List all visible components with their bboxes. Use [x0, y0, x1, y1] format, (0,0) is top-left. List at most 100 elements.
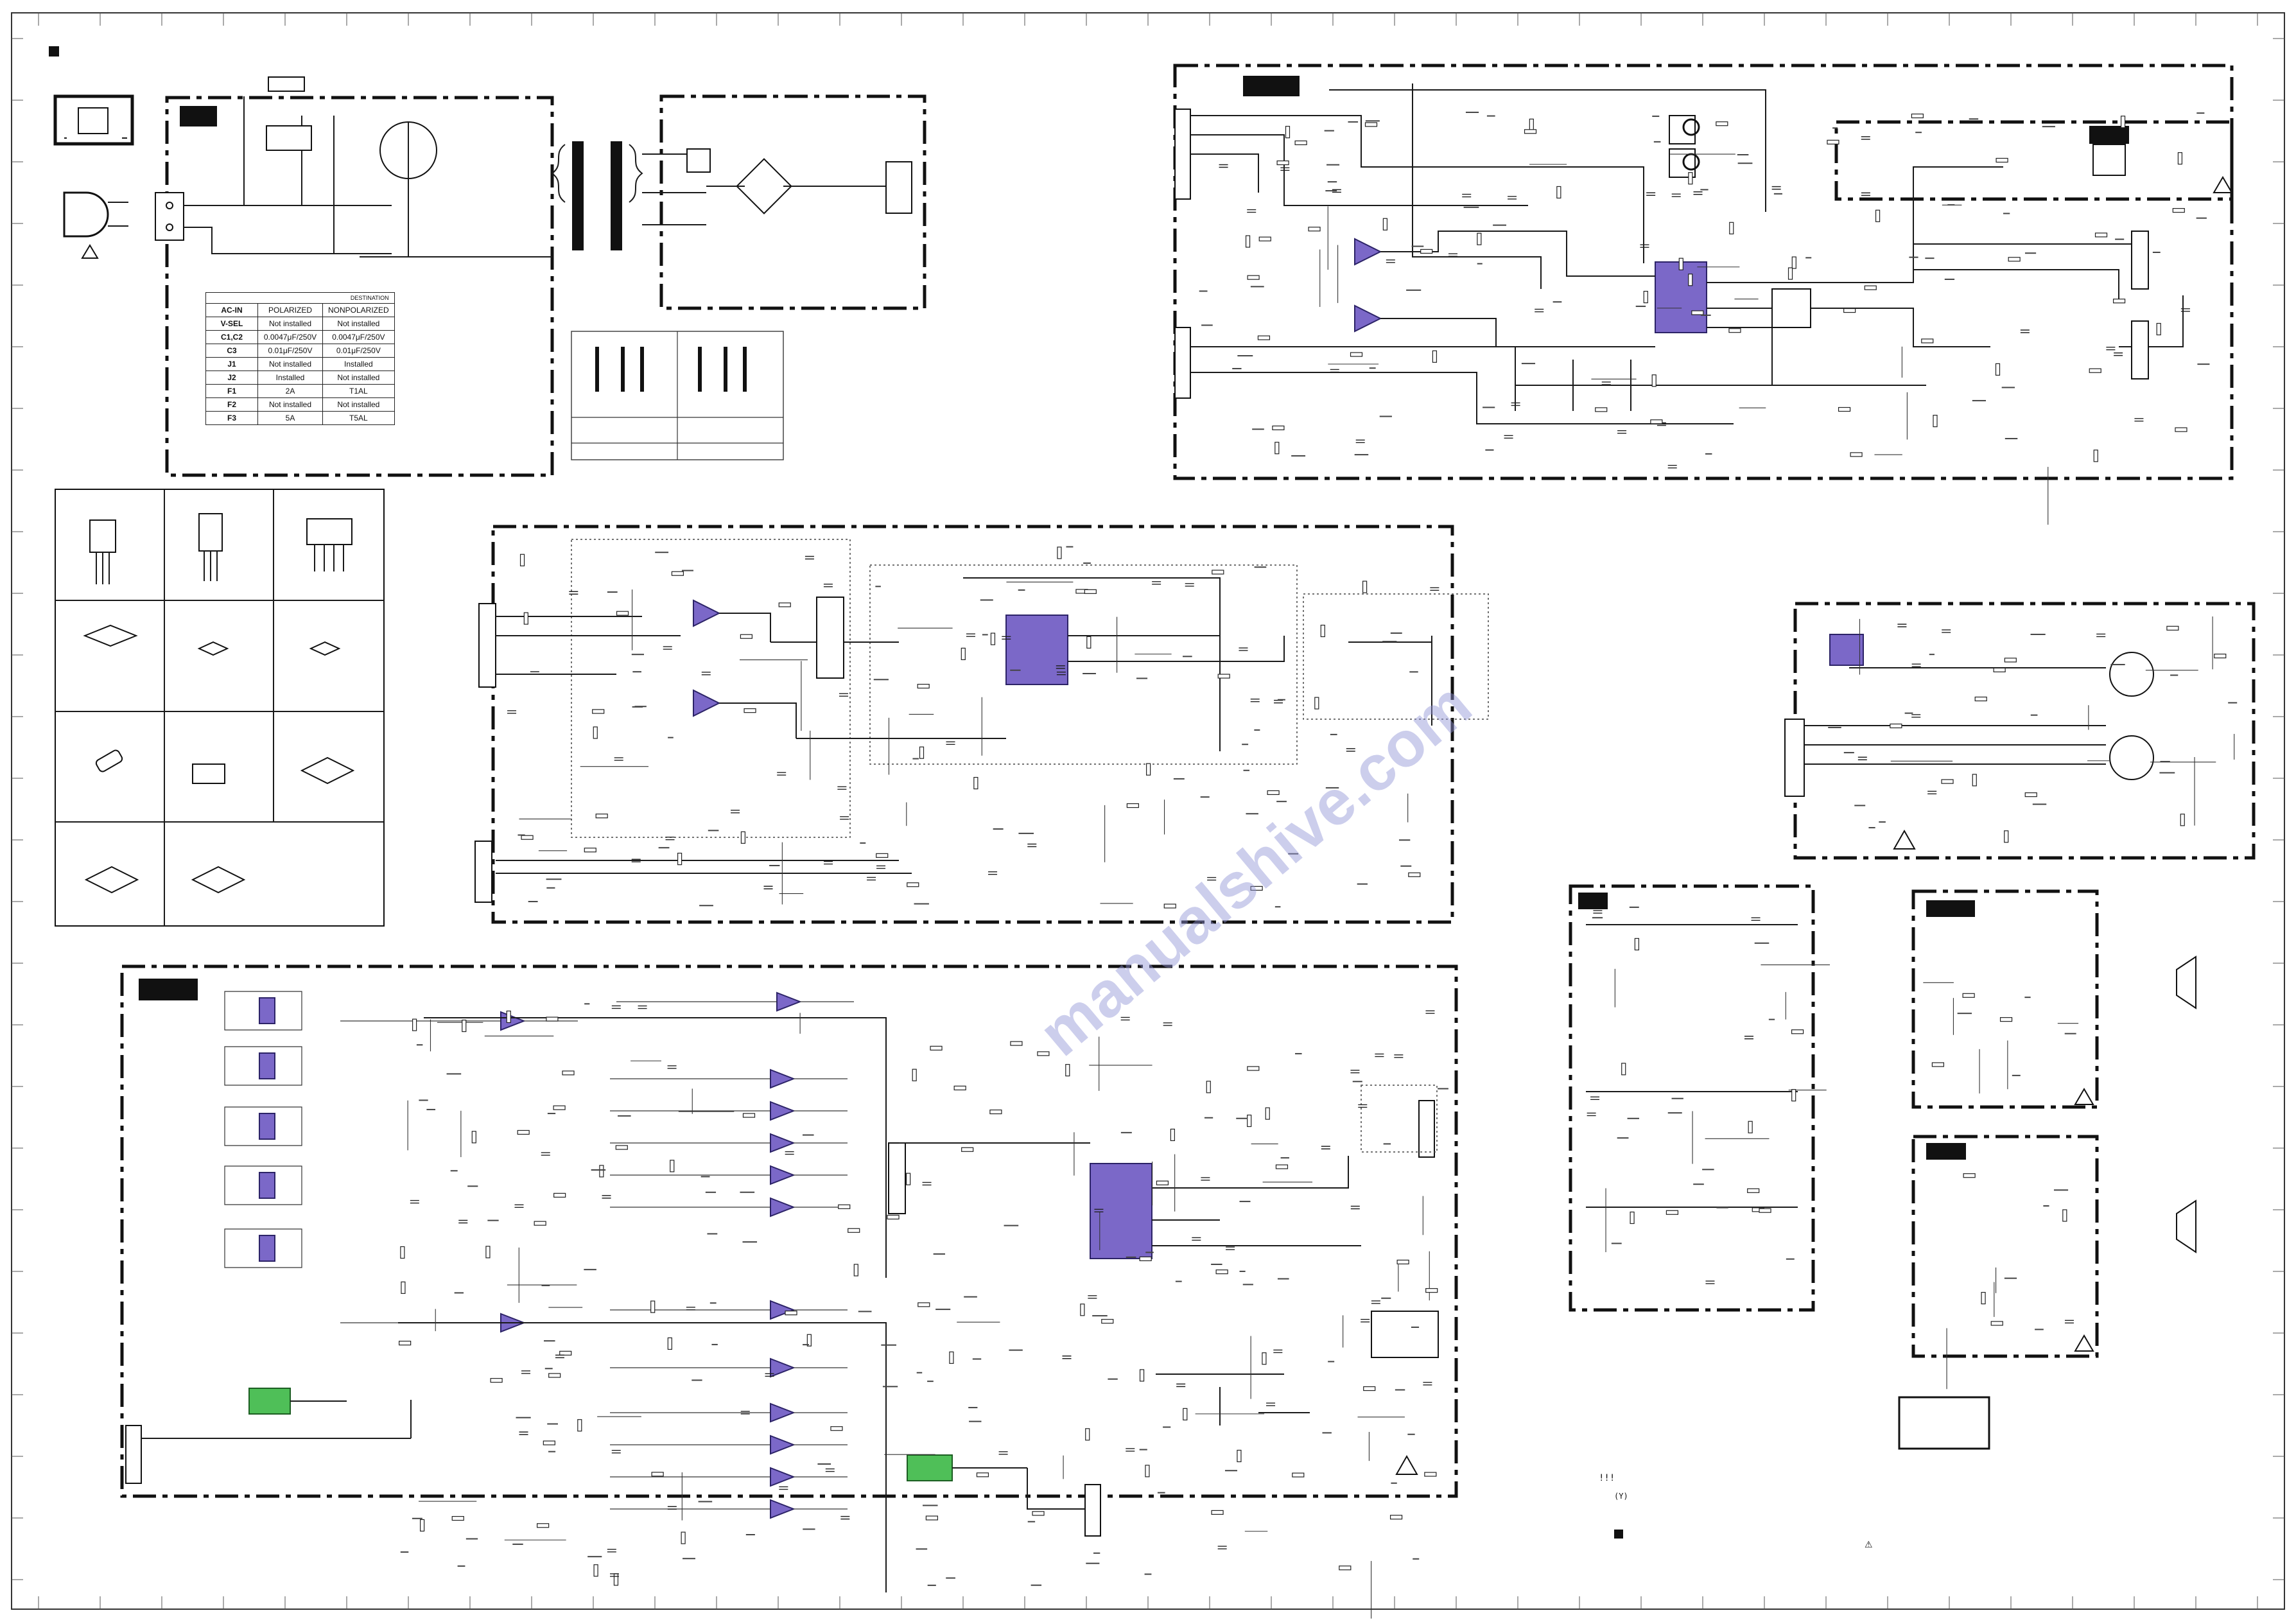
- resistor: [961, 647, 966, 660]
- resistor: [1688, 274, 1693, 286]
- resistor: [1339, 1565, 1352, 1571]
- label-mark: [933, 1253, 945, 1255]
- resistor: [1163, 903, 1176, 909]
- label-mark: [1250, 286, 1264, 288]
- resistor: [1972, 774, 1977, 787]
- label-mark: [584, 1269, 596, 1271]
- label-mark: [1136, 677, 1148, 679]
- label-mark: [969, 1420, 982, 1422]
- ic-frame: [224, 1046, 302, 1086]
- table-cell: AC-IN: [205, 303, 258, 317]
- resistor: [1183, 1408, 1188, 1421]
- capacitor: [779, 1486, 788, 1490]
- capacitor: [1321, 1146, 1330, 1149]
- label-mark: [1832, 127, 1838, 129]
- label-mark: [708, 830, 719, 832]
- label-mark: [591, 1169, 606, 1171]
- speaker-icon: [2176, 1199, 2196, 1253]
- label-mark: [1239, 1270, 1246, 1272]
- capacitor: [1152, 581, 1161, 585]
- capacitor: [569, 591, 578, 595]
- capacitor: [1219, 164, 1228, 168]
- resistor: [1595, 407, 1608, 412]
- label-mark: [1929, 654, 1935, 656]
- capacitor: [1667, 464, 1677, 469]
- label-mark: [1843, 752, 1854, 754]
- resistor: [1748, 1121, 1753, 1133]
- resistor: [548, 1373, 561, 1378]
- legend-marker: [1614, 1530, 1623, 1539]
- capacitor: [1273, 1349, 1283, 1354]
- capacitor: [1508, 196, 1517, 200]
- label-mark: [1326, 164, 1340, 166]
- resistor: [2008, 257, 2021, 262]
- resistor: [2112, 299, 2126, 304]
- sheet-frame: [11, 12, 2285, 1610]
- capacitor: [1857, 756, 1867, 760]
- label-mark: [1232, 368, 1242, 370]
- capacitor: [1247, 209, 1257, 213]
- capacitor: [1330, 369, 1339, 373]
- label-mark: [2042, 126, 2055, 128]
- capacitor: [1504, 435, 1513, 439]
- label-mark: [1365, 120, 1380, 122]
- resistor: [1258, 236, 1271, 241]
- label-mark: [1702, 1169, 1714, 1171]
- resistor: [919, 746, 925, 759]
- label-mark: [1705, 453, 1712, 455]
- capacitor: [1744, 1036, 1753, 1040]
- label-mark: [1243, 769, 1250, 771]
- resistor: [1890, 723, 1902, 729]
- resistor: [1237, 1449, 1242, 1463]
- capacitor: [1511, 402, 1520, 406]
- capacitor: [1617, 430, 1627, 434]
- capacitor: [988, 871, 998, 875]
- resistor: [1850, 452, 1863, 457]
- label-mark: [618, 1115, 631, 1117]
- resistor: [853, 1264, 858, 1277]
- capacitor: [1350, 1205, 1360, 1210]
- capacitor: [514, 1204, 524, 1208]
- ic-frame: [224, 1228, 302, 1268]
- capacitor: [2096, 633, 2106, 638]
- resistor: [1791, 1029, 1804, 1034]
- resistor: [1215, 1269, 1228, 1275]
- capacitor: [777, 772, 787, 776]
- resistor: [1995, 363, 2001, 376]
- resistor: [1691, 310, 1704, 315]
- resistor: [553, 1105, 566, 1110]
- resistor: [1247, 275, 1260, 280]
- capacitor: [1056, 671, 1066, 676]
- capacitor: [667, 1065, 677, 1069]
- label-mark: [1291, 455, 1306, 457]
- label-mark: [1274, 906, 1281, 908]
- capacitor: [840, 816, 849, 820]
- capacitor: [1425, 1010, 1435, 1014]
- capacitor: [611, 1450, 621, 1454]
- warning-triangle-icon: [1893, 829, 1916, 850]
- label-mark: [1348, 121, 1359, 123]
- resistor: [1931, 1062, 1944, 1067]
- label-mark: [528, 901, 538, 903]
- resistor: [2175, 427, 2187, 432]
- label-mark: [968, 1407, 978, 1409]
- capacitor: [1062, 1356, 1072, 1359]
- capacitor: [1163, 1022, 1172, 1026]
- right-io-section: [1569, 602, 2256, 1450]
- label-mark: [1145, 1251, 1154, 1253]
- legend-glyph-b: (Y): [1614, 1492, 1628, 1501]
- watermark: manualshive.com: [1025, 668, 1484, 1070]
- label-mark: [1944, 278, 1955, 280]
- opamp: [770, 1165, 796, 1185]
- table-cell: 2A: [257, 384, 323, 398]
- label-mark: [412, 1517, 422, 1519]
- label-mark: [1411, 1326, 1420, 1328]
- label-mark: [1199, 290, 1208, 292]
- capacitor: [825, 1468, 835, 1472]
- capacitor: [1375, 1053, 1384, 1058]
- resistor: [1963, 1173, 1976, 1178]
- resistor: [485, 1246, 491, 1259]
- power-supply-section: [53, 76, 926, 477]
- resistor: [830, 1426, 843, 1431]
